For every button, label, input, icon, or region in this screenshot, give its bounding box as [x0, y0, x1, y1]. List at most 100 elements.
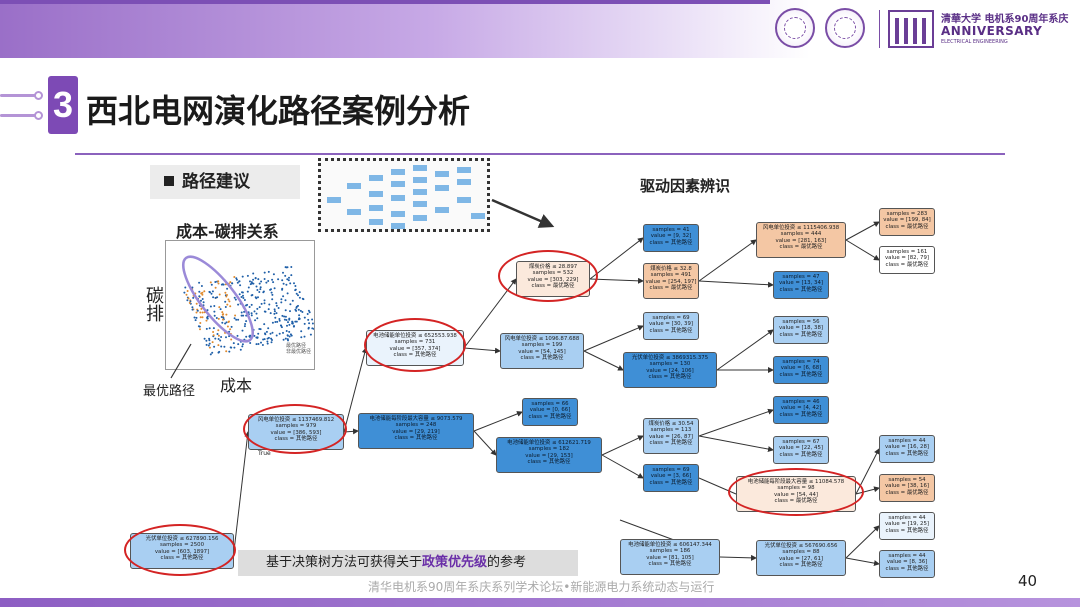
tree-node-line: 电池储能单位投资 ≤ 612621.719 — [507, 440, 591, 446]
scatter-point — [290, 274, 293, 277]
tree-node-line: class = 其他路径 — [648, 561, 692, 568]
scatter-legend: 最优路径 非最优路径 — [285, 343, 311, 355]
scatter-point — [220, 345, 223, 348]
tree-node-line: class = 最优路径 — [885, 223, 929, 230]
scatter-point — [283, 315, 286, 318]
tree-node-line: value = [281, 163] — [775, 237, 827, 244]
scatter-point — [311, 327, 314, 330]
tree-edge — [845, 239, 880, 261]
scatter-point — [228, 320, 230, 323]
scatter-point — [200, 292, 203, 295]
tree-edge — [845, 557, 880, 567]
zoom-arrow — [491, 198, 555, 228]
scatter-point — [301, 297, 304, 300]
scatter-point — [209, 305, 212, 308]
scatter-point — [285, 266, 288, 269]
scatter-point — [289, 303, 292, 306]
tree-node-line: samples = 47 — [782, 274, 820, 280]
highlight-ring-battery — [364, 318, 466, 372]
scatter-point — [282, 331, 284, 334]
scatter-point — [263, 271, 266, 274]
scatter-point — [201, 298, 204, 300]
scatter-point — [220, 283, 223, 286]
scatter-point — [276, 320, 279, 323]
scatter-point — [278, 332, 281, 335]
scatter-point — [313, 327, 314, 330]
scatter-point — [260, 341, 262, 344]
scatter-point — [271, 278, 274, 281]
scatter-point — [261, 344, 264, 346]
tree-edge — [463, 347, 501, 354]
scatter-point — [255, 297, 258, 300]
scatter-point — [288, 318, 291, 321]
tree-node-line: value = [29, 219] — [392, 428, 440, 435]
scatter-point — [245, 320, 248, 323]
scatter-point — [298, 291, 301, 294]
scatter-point — [267, 327, 270, 330]
x-axis-label: 成本 — [220, 376, 253, 395]
tree-node-line: 光伏单位投资 ≤ 3869315.375 — [631, 355, 709, 361]
tree-node-line: samples = 46 — [782, 399, 820, 405]
scatter-point — [294, 288, 297, 291]
scatter-point — [236, 281, 239, 284]
scatter-point — [210, 292, 213, 295]
scatter-point — [225, 350, 228, 353]
header-banner — [0, 0, 1080, 58]
scatter-point — [241, 275, 244, 278]
tree-node-line: samples = 44 — [888, 553, 926, 559]
scatter-point — [200, 307, 203, 310]
scatter-point — [254, 319, 257, 322]
scatter-point — [206, 315, 209, 318]
scatter-point — [266, 342, 269, 345]
scatter-point — [287, 279, 290, 282]
scatter-point — [218, 293, 221, 296]
scatter-point — [185, 293, 188, 296]
scatter-point — [240, 311, 243, 314]
scatter-point — [284, 337, 287, 340]
department-seal-icon — [825, 8, 865, 48]
scatter-point — [303, 335, 306, 338]
scatter-point — [297, 308, 300, 311]
scatter-point — [284, 274, 287, 277]
scatter-point — [183, 291, 186, 294]
scatter-point — [208, 342, 211, 345]
scatter-point — [239, 348, 242, 351]
scatter-point — [200, 299, 202, 302]
scatter-point — [224, 291, 227, 294]
scatter-point — [217, 282, 220, 285]
scatter-point — [192, 296, 195, 299]
scatter-point — [271, 293, 274, 296]
scatter-point — [286, 278, 289, 281]
scatter-point — [257, 332, 260, 335]
scatter-point — [260, 280, 263, 283]
scatter-point — [269, 288, 272, 291]
tree-edge — [589, 277, 644, 284]
scatter-point — [275, 312, 278, 315]
scatter-point — [252, 282, 255, 285]
scatter-point — [237, 318, 240, 321]
tree-node-line: value = [81, 105] — [646, 554, 694, 561]
scatter-point — [212, 334, 215, 337]
tree-node-line: samples = 186 — [649, 548, 691, 555]
scatter-point — [290, 266, 293, 268]
scatter-point — [311, 318, 314, 321]
scatter-point — [187, 297, 190, 300]
scatter-point — [227, 298, 230, 301]
tree-node-line: samples = 283 — [886, 211, 928, 217]
scatter-point — [278, 319, 281, 322]
tree-node-line: value = [13, 34] — [778, 280, 824, 287]
scatter-point — [282, 295, 285, 298]
scatter-point — [287, 321, 289, 324]
tree-edge — [233, 431, 251, 552]
scatter-point — [273, 310, 276, 313]
scatter-point — [225, 336, 227, 339]
tree-node-line: samples = 88 — [782, 549, 820, 556]
scatter-point — [286, 338, 289, 341]
tree-node-line: class = 其他路径 — [527, 459, 571, 466]
